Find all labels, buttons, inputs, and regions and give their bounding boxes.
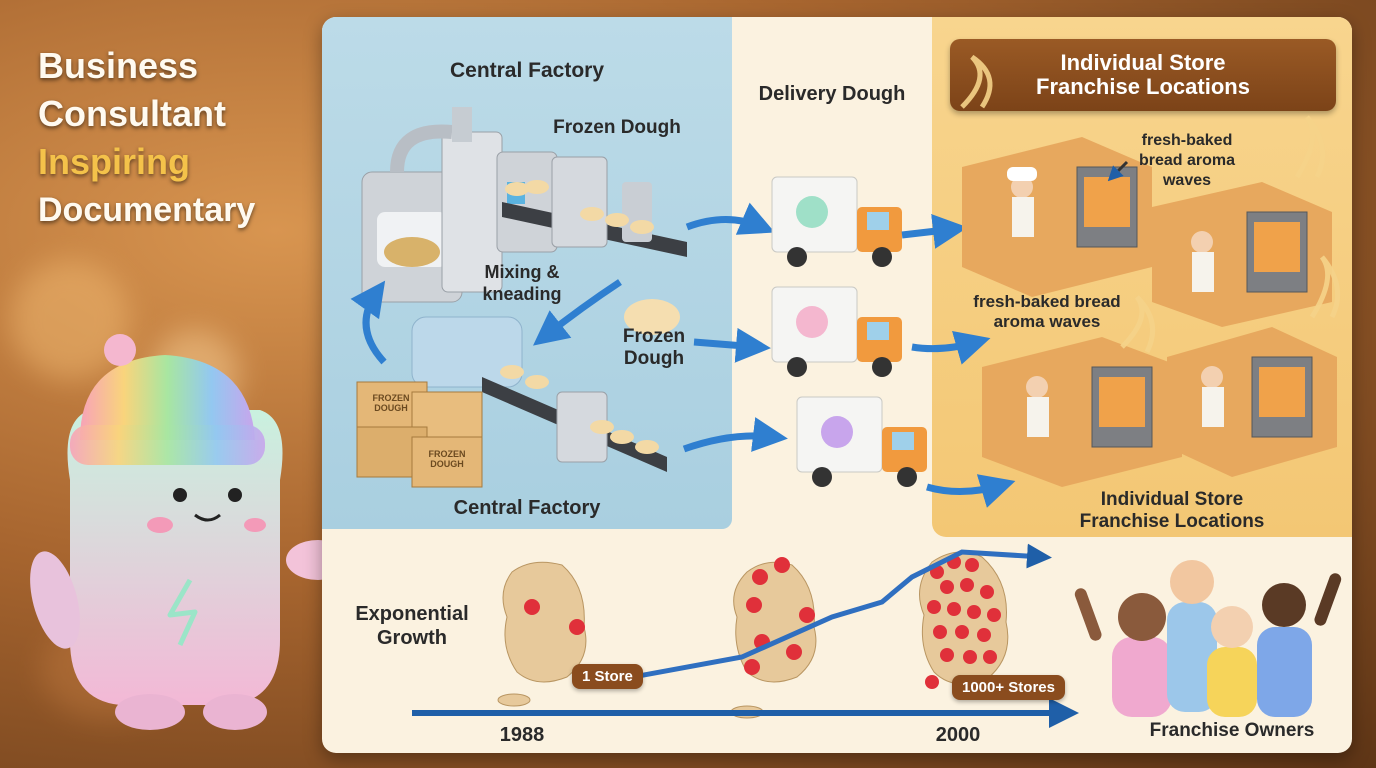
store-room-1: [960, 54, 1152, 297]
franchise-owners-label: Franchise Owners: [1149, 720, 1315, 741]
store-room-2: [1152, 115, 1332, 327]
aroma-top-line-2: bread aroma: [1138, 152, 1236, 169]
map-mid: [730, 557, 817, 719]
store-footer-line-1: Individual Store: [1100, 489, 1244, 510]
aroma-mid-line-1: fresh-baked bread: [973, 292, 1121, 311]
map-1988: [497, 561, 587, 707]
delivery-truck-3: [796, 396, 927, 487]
box-label-1: FROZEN DOUGH: [372, 393, 410, 413]
arrow-factory-to-truck-1: [685, 202, 775, 235]
lower-conveyor: [411, 316, 667, 472]
factory-heading: Central Factory: [449, 59, 605, 82]
cycle-arrow-down: [533, 279, 622, 346]
dough-ball: [624, 299, 680, 335]
growth-trend-arrow: [621, 543, 1052, 682]
title-line-1: Business: [38, 45, 199, 86]
frozen-dough-mid-line-2: Dough: [623, 348, 685, 369]
top-conveyor: [502, 156, 687, 257]
diagram-illustration: [350, 54, 1342, 728]
mascot-illustration: [30, 334, 380, 730]
store-header-line-2: Franchise Locations: [1036, 74, 1250, 99]
store-footer-label: Individual Store Franchise Locations: [1042, 489, 1302, 533]
growth-label-line-1: Exponential: [355, 603, 469, 625]
arrow-truck-to-store-2: [911, 330, 991, 365]
store-header-box: [950, 39, 1336, 111]
year-end: 2000: [935, 724, 981, 746]
cycle-arrow-up: [350, 280, 387, 365]
map-2000: [919, 551, 1009, 689]
delivery-truck-2: [771, 286, 902, 377]
growth-label: Exponential Growth: [342, 602, 482, 650]
frozen-dough-mid-label: Frozen Dough: [604, 326, 704, 370]
frozen-dough-top-label: Frozen Dough: [553, 117, 681, 138]
title-line-4: Documentary: [38, 191, 256, 229]
growth-label-line-2: Growth: [377, 627, 447, 649]
store-footer-line-2: Franchise Locations: [1079, 511, 1265, 532]
store-count-start: 1 Store: [572, 664, 643, 689]
mixing-machine: [361, 107, 558, 303]
arrow-truck-to-store-3: [926, 474, 1016, 508]
aroma-label-mid: fresh-baked bread aroma waves: [952, 292, 1142, 332]
delivery-truck-1: [771, 176, 902, 267]
page-title: Business Consultant Inspiring Documentar…: [38, 42, 328, 234]
arrow-factory-to-truck-2: [693, 327, 771, 363]
diagram-panel: Central Factory Frozen Dough Mixing & kn…: [322, 17, 1352, 753]
title-line-2: Consultant: [38, 93, 226, 134]
mixing-label: Mixing & kneading: [462, 261, 582, 305]
store-header-label: Individual Store Franchise Locations: [950, 51, 1336, 99]
frozen-dough-mid-line-1: Frozen: [622, 326, 686, 347]
aroma-top-line-3: waves: [1162, 172, 1212, 189]
year-start: 1988: [499, 724, 545, 746]
title-line-3: Inspiring: [38, 141, 190, 182]
aroma-top-line-1: fresh-baked: [1141, 132, 1233, 149]
store-room-4: [1167, 255, 1341, 477]
arrow-truck-to-store-1: [901, 214, 968, 249]
store-header-line-1: Individual Store: [1060, 50, 1226, 75]
factory-footer-label: Central Factory: [453, 497, 601, 519]
box-label-2: FROZEN DOUGH: [428, 449, 466, 469]
store-count-end: 1000+ Stores: [952, 675, 1065, 700]
aroma-pointer-arrow: [1107, 160, 1129, 182]
aroma-label-top: fresh-baked bread aroma waves: [1122, 131, 1252, 191]
delivery-heading: Delivery Dough: [758, 83, 906, 105]
mixing-label-line-2: kneading: [482, 284, 562, 304]
aroma-mid-line-2: aroma waves: [993, 312, 1101, 331]
mixing-label-line-1: Mixing &: [484, 262, 560, 282]
arrow-factory-to-truck-3: [682, 417, 788, 453]
frozen-dough-boxes: [356, 381, 483, 488]
franchise-owners-group: [1074, 560, 1342, 717]
store-room-3: [982, 295, 1182, 487]
